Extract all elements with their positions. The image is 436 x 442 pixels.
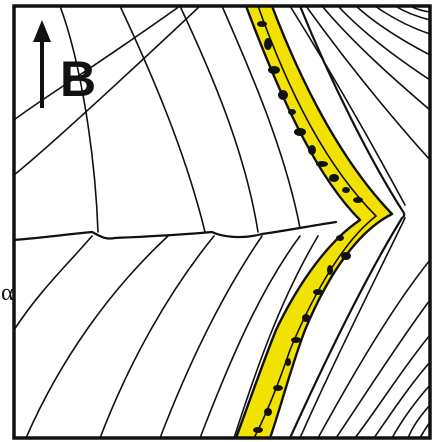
band-speck (316, 161, 328, 167)
field-line (408, 405, 430, 438)
band-speck (308, 145, 316, 155)
band-speck (341, 252, 351, 260)
band-speck (329, 174, 339, 182)
side-glyph: α (1, 280, 14, 306)
field-line (100, 236, 214, 438)
field-line (14, 236, 92, 330)
lower-right-arcs (300, 218, 430, 438)
field-line (395, 6, 430, 20)
field-line (14, 6, 180, 120)
upper-left-lines (14, 6, 300, 232)
field-line (355, 335, 430, 438)
band-speck (268, 66, 280, 74)
apex-ridge (290, 6, 404, 438)
band-speck (342, 187, 350, 193)
band-speck (288, 109, 296, 115)
field-label: B (60, 51, 96, 107)
field-line (180, 6, 258, 232)
domain-boundary-line (14, 222, 336, 240)
yellow-domain-band (236, 6, 392, 438)
field-line (300, 218, 405, 438)
field-arrow (33, 20, 51, 108)
band-speck (294, 128, 306, 136)
field-line (336, 300, 430, 438)
arrow-up-icon (33, 20, 51, 42)
band-speck (278, 90, 288, 100)
band-speck (336, 235, 344, 241)
